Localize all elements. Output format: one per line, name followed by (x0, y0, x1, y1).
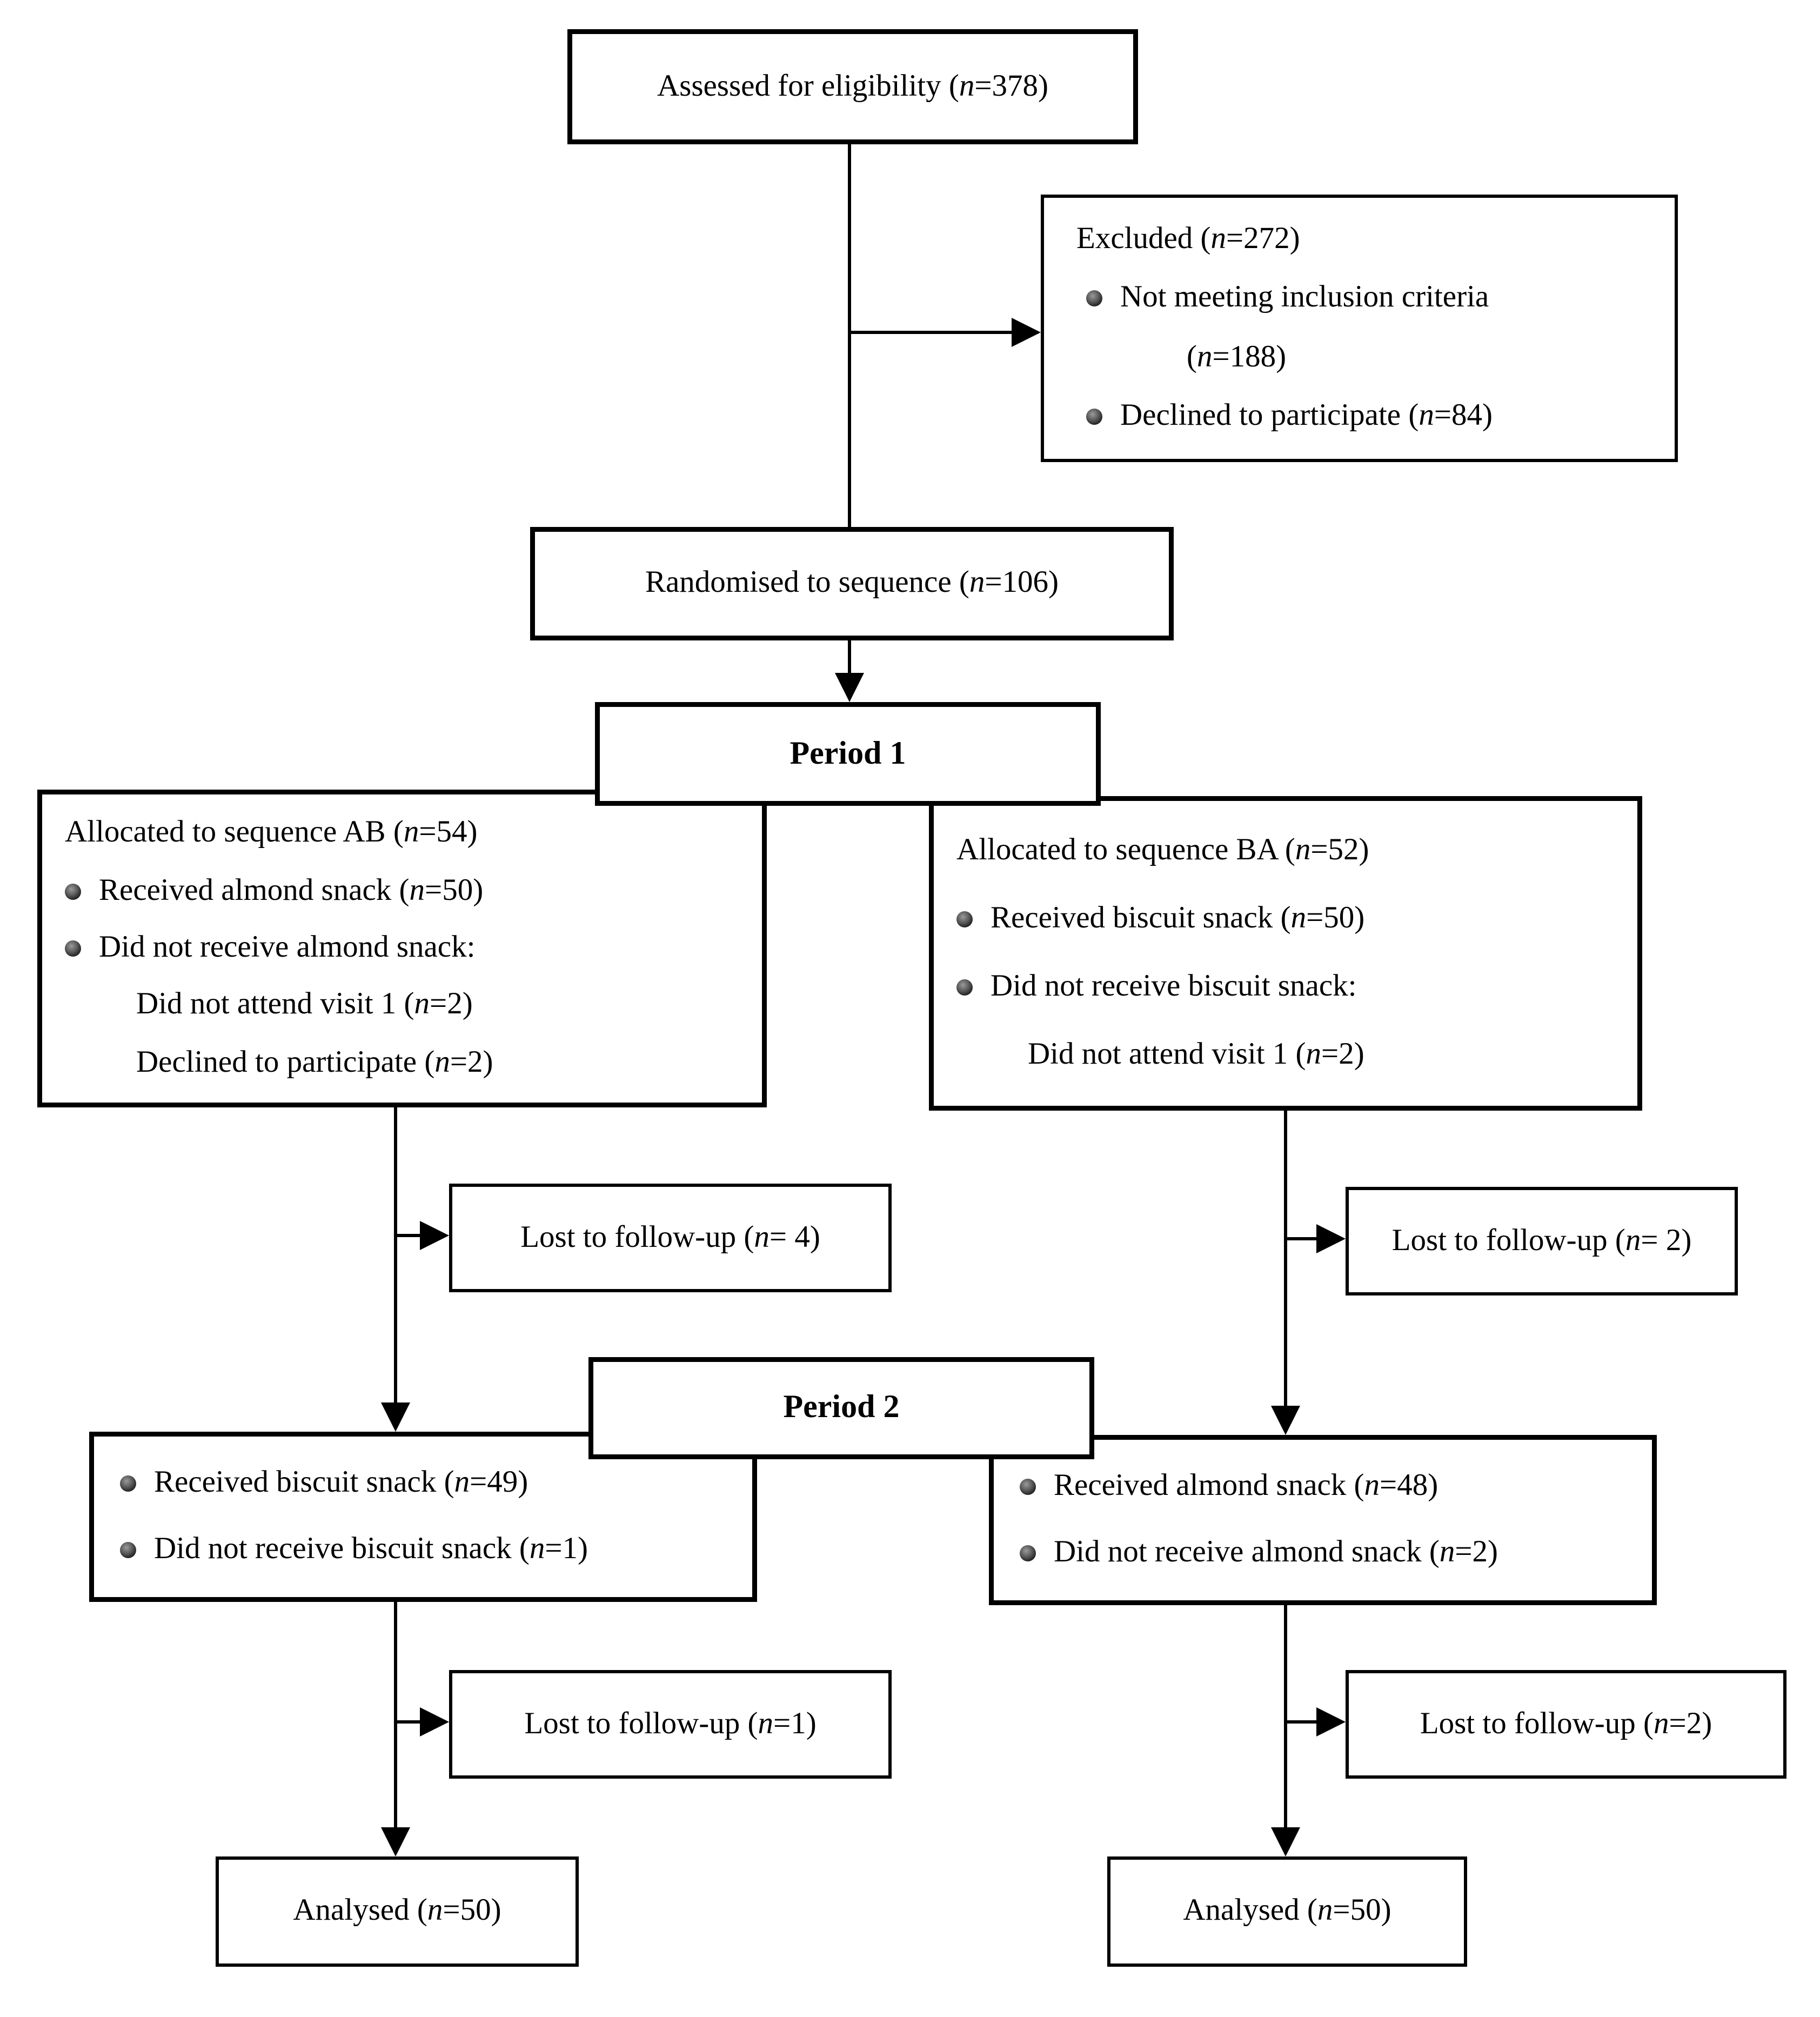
period2-right-item-text: Did not receive almond snack (n=2) (1054, 1534, 1498, 1569)
assessed-label: Assessed for eligibility (n=378) (657, 69, 1048, 103)
arrowhead-lost-p1-left (420, 1221, 449, 1250)
arrowhead-period2-left (381, 1402, 410, 1432)
bullet-icon (1086, 409, 1102, 426)
connector-to-lost-p2-left (396, 1720, 420, 1724)
connector-to-lost-p1-left (396, 1234, 420, 1237)
allocated-ab-box: Allocated to sequence AB (n=54) Received… (37, 790, 767, 1107)
allocated-ab-item: Did not receive almond snack: (65, 931, 749, 966)
bullet-icon (65, 883, 81, 899)
allocated-ab-subitem: Did not attend visit 1 (n=2) (65, 988, 749, 1024)
period1-label: Period 1 (789, 735, 906, 771)
excluded-item-text: Declined to participate (n=84) (1120, 399, 1493, 434)
period2-left-box: Received biscuit snack (n=49) Did not re… (89, 1432, 757, 1602)
lost-followup-period2-left-box: Lost to follow-up (n=1) (449, 1670, 892, 1779)
arrowhead-lost-p1-right (1316, 1224, 1346, 1253)
allocated-ab-subitem: Declined to participate (n=2) (65, 1045, 749, 1081)
allocated-ab-content: Allocated to sequence AB (n=54) Received… (42, 794, 762, 1103)
allocated-ba-item-text: Did not attend visit 1 (n=2) (1028, 1038, 1364, 1072)
period2-left-item: Received biscuit snack (n=49) (120, 1466, 739, 1502)
allocated-ab-item-text: Received almond snack (n=50) (99, 873, 484, 907)
lost-followup-period1-right-box: Lost to follow-up (n= 2) (1346, 1187, 1738, 1295)
arrowhead-analysed-left (381, 1827, 410, 1856)
arrowhead-lost-p2-left (420, 1707, 449, 1737)
period2-right-item: Did not receive almond snack (n=2) (1020, 1535, 1639, 1571)
randomised-box: Randomised to sequence (n=106) (530, 527, 1174, 640)
connector-allocab-to-period2left (394, 1107, 397, 1402)
excluded-title-line: Excluded (n=272) (1076, 222, 1662, 257)
excluded-title: Excluded (n=272) (1076, 221, 1300, 256)
lost-followup-label: Lost to follow-up (n= 4) (520, 1220, 820, 1254)
connector-to-excluded (849, 331, 1012, 334)
allocated-ba-box: Allocated to sequence BA (n=52) Received… (929, 796, 1642, 1111)
period2-left-item-text: Did not receive biscuit snack (n=1) (154, 1531, 588, 1566)
randomised-label: Randomised to sequence (n=106) (645, 566, 1059, 600)
allocated-ab-title-line: Allocated to sequence AB (n=54) (65, 816, 749, 852)
period2-label: Period 2 (783, 1390, 900, 1425)
bullet-icon (956, 911, 973, 927)
arrowhead-lost-p2-right (1316, 1707, 1346, 1737)
lost-followup-label: Lost to follow-up (n=1) (524, 1706, 817, 1741)
allocated-ab-title: Allocated to sequence AB (n=54) (65, 816, 478, 850)
period1-box: Period 1 (595, 702, 1101, 806)
bullet-icon (1020, 1479, 1036, 1495)
bullet-icon (1020, 1544, 1036, 1561)
analysed-right-box: Analysed (n=50) (1107, 1856, 1467, 1967)
allocated-ba-title: Allocated to sequence BA (n=52) (956, 833, 1369, 867)
allocated-ab-item-text: Did not attend visit 1 (n=2) (136, 987, 473, 1022)
period2-box: Period 2 (588, 1357, 1094, 1459)
period2-right-item-text: Received almond snack (n=48) (1054, 1469, 1438, 1504)
allocated-ba-item-text: Did not receive biscuit snack: (991, 970, 1357, 1004)
arrowhead-period1 (835, 673, 864, 702)
analysed-label: Analysed (n=50) (1183, 1894, 1391, 1928)
lost-followup-period1-left-box: Lost to follow-up (n= 4) (449, 1184, 892, 1292)
period2-left-item-text: Received biscuit snack (n=49) (154, 1466, 528, 1500)
allocated-ba-title-line: Allocated to sequence BA (n=52) (956, 833, 1624, 869)
period2-right-box: Received almond snack (n=48) Did not rec… (989, 1435, 1657, 1605)
excluded-item-continued: (n=188) (1076, 340, 1662, 376)
connector-randomised-to-period1 (848, 640, 851, 673)
arrowhead-period2-right (1271, 1406, 1300, 1435)
bullet-icon (65, 940, 81, 957)
allocated-ab-item-text: Did not receive almond snack: (99, 930, 476, 965)
lost-followup-label: Lost to follow-up (n=2) (1420, 1706, 1712, 1741)
analysed-label: Analysed (n=50) (293, 1894, 501, 1928)
bullet-icon (956, 979, 973, 996)
excluded-item: Declined to participate (n=84) (1076, 399, 1662, 435)
excluded-item-text: (n=188) (1187, 340, 1287, 375)
excluded-item: Not meeting inclusion criteria (1076, 281, 1662, 317)
allocated-ba-item: Did not receive biscuit snack: (956, 970, 1624, 1005)
bullet-icon (120, 1475, 136, 1492)
connector-period2left-to-analysed (394, 1602, 397, 1827)
excluded-item-text: Not meeting inclusion criteria (1120, 280, 1489, 315)
allocated-ba-item: Received biscuit snack (n=50) (956, 901, 1624, 937)
lost-followup-label: Lost to follow-up (n= 2) (1391, 1223, 1692, 1258)
allocated-ab-item-text: Declined to participate (n=2) (136, 1045, 493, 1079)
allocated-ba-content: Allocated to sequence BA (n=52) Received… (934, 801, 1637, 1106)
connector-period2right-to-analysed (1284, 1605, 1287, 1827)
allocated-ba-item-text: Received biscuit snack (n=50) (991, 901, 1365, 936)
lost-followup-period2-right-box: Lost to follow-up (n=2) (1346, 1670, 1786, 1779)
bullet-icon (120, 1541, 136, 1558)
arrowhead-analysed-right (1271, 1827, 1300, 1856)
connector-allocba-to-period2right (1284, 1111, 1287, 1406)
analysed-left-box: Analysed (n=50) (216, 1856, 579, 1967)
allocated-ab-item: Received almond snack (n=50) (65, 873, 749, 909)
allocated-ba-subitem: Did not attend visit 1 (n=2) (956, 1038, 1624, 1073)
period2-right-content: Received almond snack (n=48) Did not rec… (994, 1440, 1652, 1600)
period2-right-item: Received almond snack (n=48) (1020, 1470, 1639, 1505)
excluded-content: Excluded (n=272) Not meeting inclusion c… (1044, 198, 1675, 459)
connector-assessed-to-randomised (848, 144, 851, 527)
connector-to-lost-p2-right (1286, 1720, 1316, 1724)
connector-to-lost-p1-right (1286, 1237, 1316, 1240)
assessed-box: Assessed for eligibility (n=378) (567, 29, 1138, 144)
excluded-box: Excluded (n=272) Not meeting inclusion c… (1041, 195, 1678, 462)
arrowhead-excluded (1012, 318, 1041, 347)
period2-left-content: Received biscuit snack (n=49) Did not re… (94, 1437, 752, 1597)
period2-left-item: Did not receive biscuit snack (n=1) (120, 1532, 739, 1567)
bullet-icon (1086, 290, 1102, 307)
